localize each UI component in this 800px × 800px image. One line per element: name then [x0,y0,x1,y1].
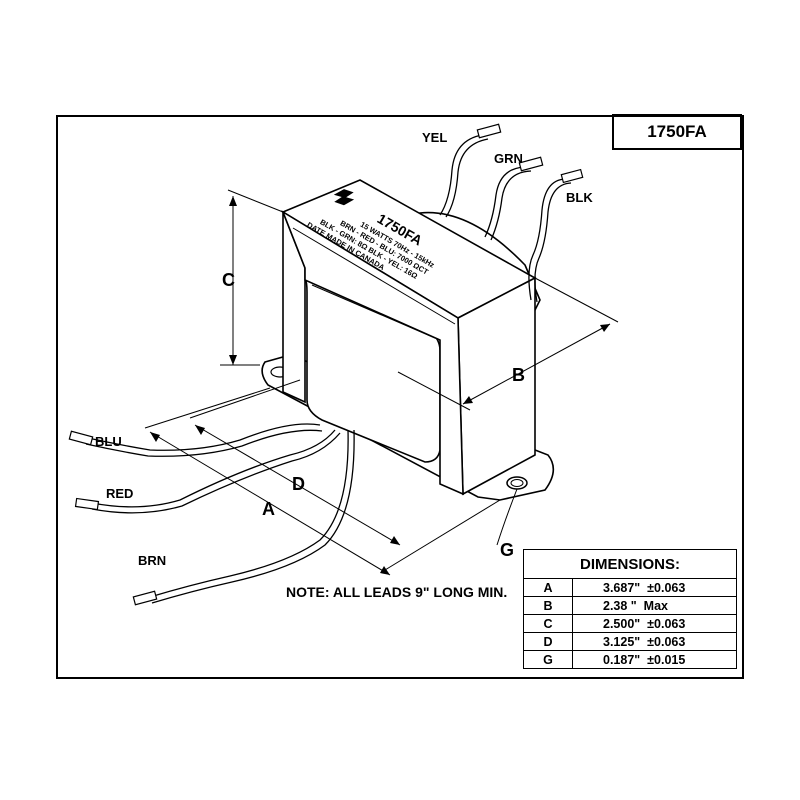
dim-value: 3.687" ±0.063 [572,578,737,597]
dim-g-label: G [500,540,514,560]
dimension-lines [144,189,619,576]
core-front-band [281,210,464,496]
drawing-frame [56,115,744,679]
dim-key: B [523,596,573,615]
dim-key: G [523,650,573,669]
dim-value: 0.187" ±0.015 [572,650,737,669]
table-row: A 3.687" ±0.063 [523,578,737,597]
part-number-box: 1750FA [612,114,742,150]
dim-d-label: D [292,474,305,494]
bottom-wires [68,423,355,606]
wire-label-blk: BLK [566,190,593,205]
leads-note: NOTE: ALL LEADS 9" LONG MIN. [286,584,508,600]
dim-c-label: C [222,270,235,290]
dimensions-title: DIMENSIONS: [523,549,737,579]
dim-key: C [523,614,573,633]
mounting-hole [506,476,528,490]
dim-value: 2.38 " Max [572,596,737,615]
core-band-edge [292,227,456,325]
dim-value: 3.125" ±0.063 [572,632,737,651]
dim-key: A [523,578,573,597]
part-number: 1750FA [647,122,707,141]
dimensions-table: DIMENSIONS: A 3.687" ±0.063 B 2.38 " Max… [523,549,737,669]
wire-label-brn: BRN [138,553,166,568]
dim-key: D [523,632,573,651]
dimensions-header-row: DIMENSIONS: [523,549,737,579]
dim-b-label: B [512,365,525,385]
wire-label-yel: YEL [422,130,447,145]
wire-label-red: RED [106,486,133,501]
mounting-hole-inner [510,479,524,487]
table-row: G 0.187" ±0.015 [523,650,737,669]
dim-a-label: A [262,499,275,519]
wire-label-grn: GRN [494,151,523,166]
top-wires [439,123,584,303]
table-row: D 3.125" ±0.063 [523,632,737,651]
dim-value: 2.500" ±0.063 [572,614,737,633]
table-row: C 2.500" ±0.063 [523,614,737,633]
logo-icon [333,189,355,206]
wire-label-blu: BLU [95,434,122,449]
table-row: B 2.38 " Max [523,596,737,615]
